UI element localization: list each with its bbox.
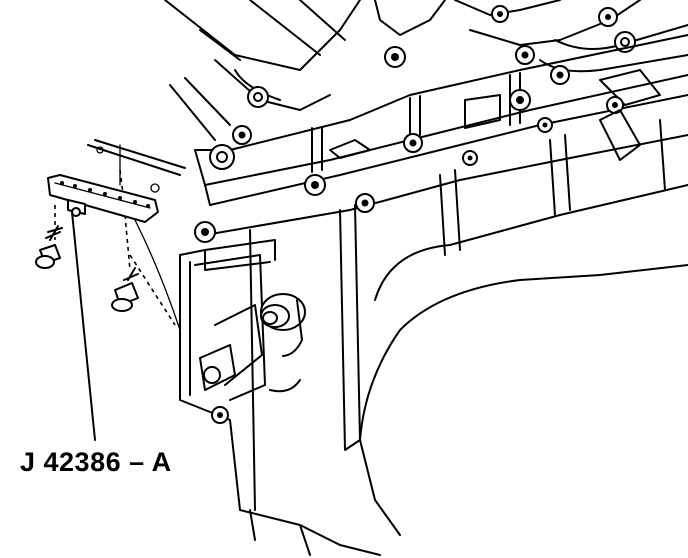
tool-callout-label: J 42386 – A	[20, 447, 172, 477]
callout-leader	[71, 211, 96, 441]
tool-bolt-left	[35, 225, 63, 269]
tool-bolt-right	[111, 267, 139, 312]
front-cover-surface	[87, 139, 186, 193]
engine-block	[179, 109, 688, 556]
intake-manifold	[164, 0, 688, 141]
cylinder-head-rail	[194, 34, 688, 243]
block-plug	[260, 293, 306, 357]
alignment-tool	[47, 174, 159, 223]
